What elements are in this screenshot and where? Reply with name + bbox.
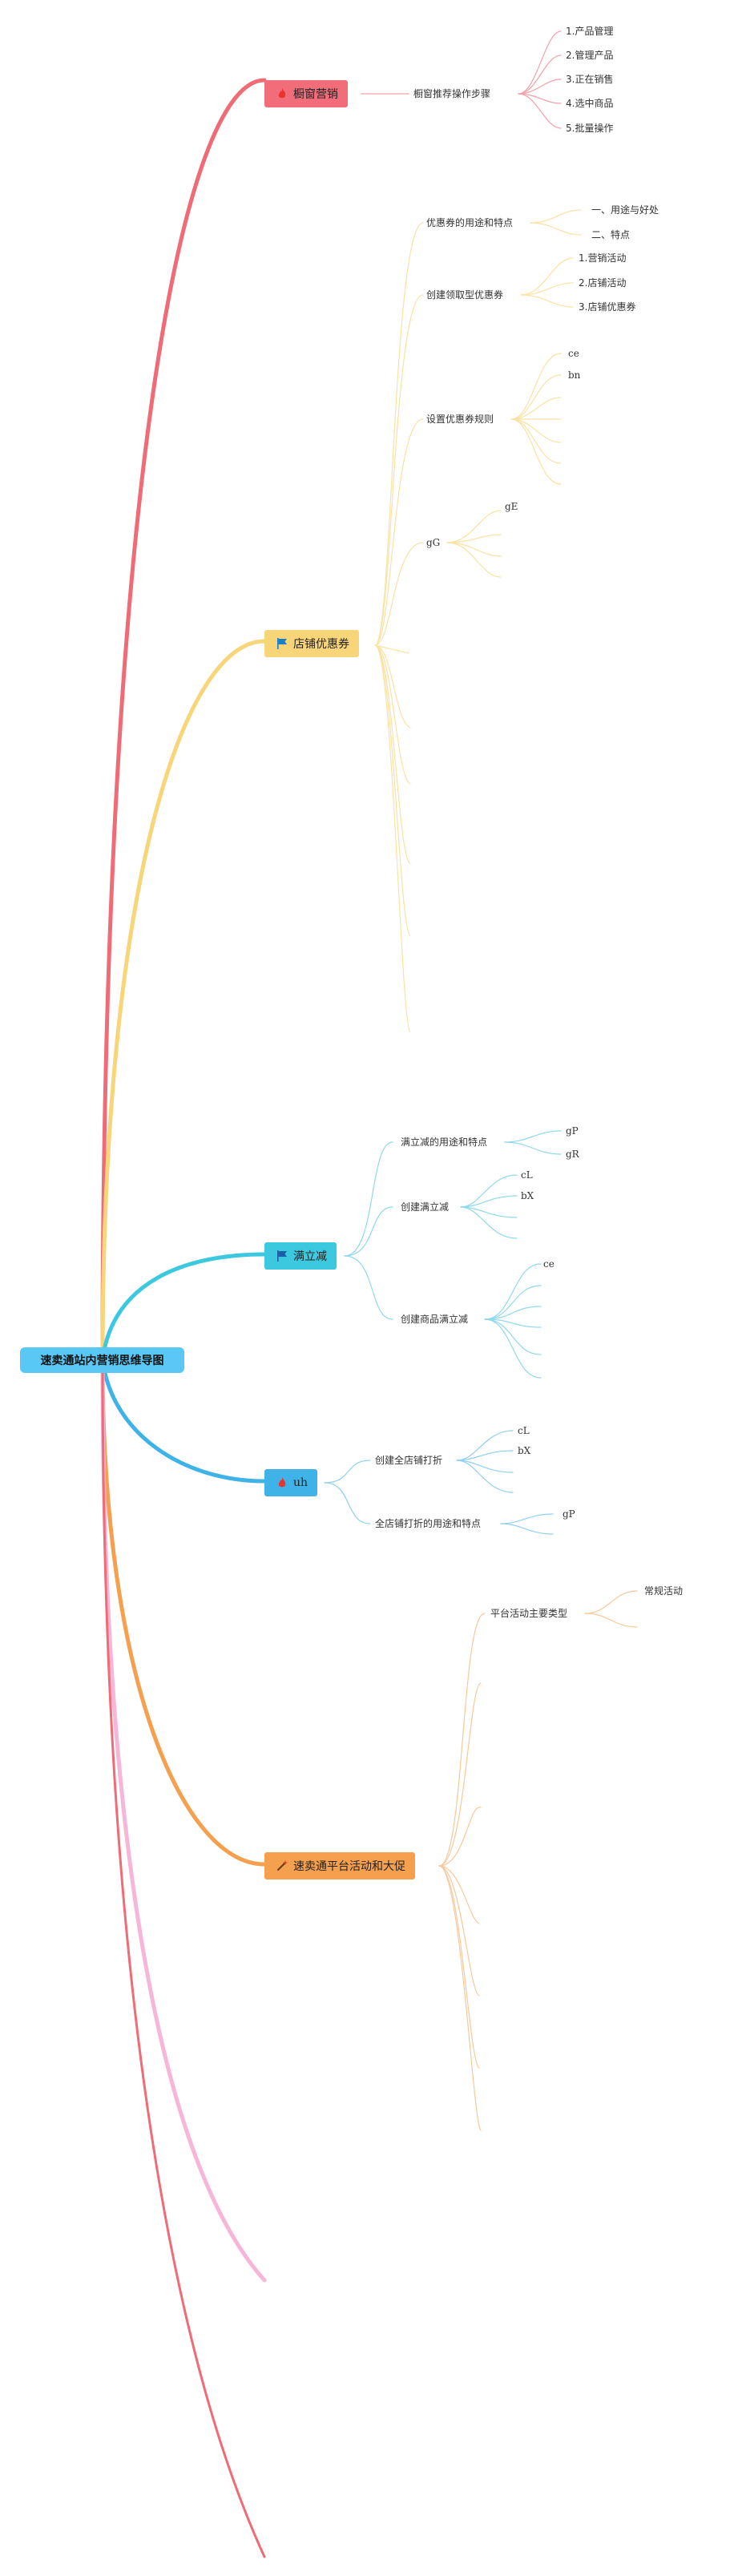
edge-root-b1: [100, 78, 267, 1363]
root-label: 速卖通站内营销思维导图: [40, 1355, 164, 1367]
fire-icon: [276, 87, 288, 100]
b2-sub2-leaf-2[interactable]: 2.店铺活动: [579, 277, 627, 289]
b2-sub2-leaf-1[interactable]: 1.营销活动: [579, 252, 627, 264]
branch-label-3: 满立减: [293, 1250, 327, 1263]
edge-root-b3: [100, 1252, 267, 1363]
branch-label-4: uh: [293, 1476, 309, 1489]
branch-label-5: 速卖通平台活动和大促: [293, 1860, 405, 1873]
b1-sub-1[interactable]: 橱窗推荐操作步骤: [413, 88, 491, 99]
branch-label-2: 店铺优惠券: [293, 638, 349, 651]
b4-sub1-leaf-1[interactable]: cL: [518, 1425, 530, 1436]
b2-sub-3[interactable]: 设置优惠券规则: [426, 414, 494, 425]
root-node[interactable]: 速卖通站内营销思维导图: [20, 1347, 184, 1373]
b3-sub-1[interactable]: 满立减的用途和特点: [401, 1137, 488, 1148]
b2-sub3-leaf-1[interactable]: ce: [568, 348, 579, 359]
edge-root-b2: [100, 639, 267, 1363]
b4-sub-1[interactable]: 创建全店铺打折: [375, 1455, 443, 1466]
b3-sub1-leaf-1[interactable]: gP: [566, 1125, 579, 1137]
b4-sub1-leaf-2[interactable]: bX: [518, 1445, 531, 1456]
b3-sub2-leaf-2[interactable]: bX: [521, 1190, 534, 1201]
b3-sub-2[interactable]: 创建满立减: [401, 1201, 450, 1213]
wand-icon: [276, 1859, 288, 1872]
b2-sub-4[interactable]: gG: [426, 537, 441, 548]
branch-node-5[interactable]: 速卖通平台活动和大促: [264, 1852, 415, 1880]
b5-sub-1[interactable]: 平台活动主要类型: [490, 1608, 568, 1619]
flag-icon: [276, 1250, 288, 1262]
b5-sub1-leaf-1[interactable]: 常规活动: [644, 1585, 684, 1597]
b1-leaf-2[interactable]: 2.管理产品: [566, 50, 614, 61]
b2-sub-2[interactable]: 创建领取型优惠券: [426, 289, 504, 301]
edge-root-b4: [100, 1358, 267, 1484]
b1-leaf-5[interactable]: 5.批量操作: [566, 123, 614, 134]
b2-sub2-leaf-3[interactable]: 3.店铺优惠券: [579, 301, 636, 313]
b1-leaf-1[interactable]: 1.产品管理: [566, 26, 614, 37]
b4-sub-2[interactable]: 全店铺打折的用途和特点: [375, 1518, 482, 1529]
b3-sub-3[interactable]: 创建商品满立减: [401, 1314, 469, 1325]
b4-sub2-leaf-1[interactable]: gP: [563, 1508, 575, 1520]
edge-root-pink: [100, 1358, 267, 2283]
b3-sub3-leaf-1[interactable]: ce: [543, 1258, 555, 1270]
b1-leaf-3[interactable]: 3.正在销售: [566, 74, 614, 85]
edge-root-b5: [100, 1358, 267, 1867]
branch-node-1[interactable]: 橱窗营销: [264, 80, 348, 107]
b2-sub1-leaf-1[interactable]: 一、用途与好处: [591, 204, 659, 216]
branch-node-2[interactable]: 店铺优惠券: [264, 630, 359, 657]
flag-icon: [276, 637, 288, 650]
edge-root-red-long: [101, 1359, 266, 2558]
b3-sub2-leaf-1[interactable]: cL: [521, 1169, 533, 1181]
b2-sub1-leaf-2[interactable]: 二、特点: [591, 229, 631, 240]
b1-leaf-4[interactable]: 4.选中商品: [566, 98, 614, 109]
branch-node-3[interactable]: 满立减: [264, 1242, 337, 1270]
b2-sub3-leaf-2[interactable]: bn: [568, 369, 581, 381]
b3-sub1-leaf-2[interactable]: gR: [566, 1149, 579, 1160]
b2-sub4-leaf-1[interactable]: gE: [505, 501, 518, 512]
branch-label-1: 橱窗营销: [293, 88, 338, 101]
branch-node-4[interactable]: uh: [264, 1469, 318, 1496]
fire-icon: [276, 1476, 288, 1489]
b2-sub-1[interactable]: 优惠券的用途和特点: [426, 217, 514, 228]
